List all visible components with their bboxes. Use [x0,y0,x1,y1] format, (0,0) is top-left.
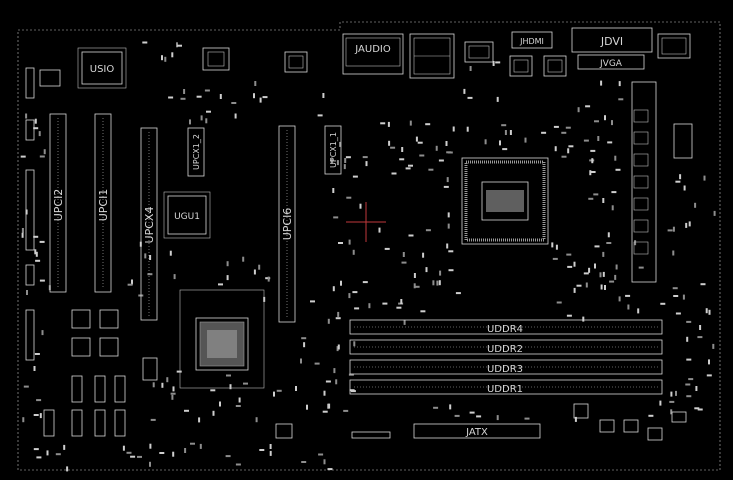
upci2-slot[interactable]: UPCI2 [49,113,67,293]
jdvi-connector[interactable]: JDVI [571,27,653,53]
uddr4-slot[interactable]: UDDR4 [349,319,663,335]
usio-chip[interactable]: USIO [77,47,127,89]
uddr1-slot[interactable]: UDDR1 [349,379,663,395]
usio-label: USIO [90,64,115,75]
chipset-pch[interactable] [179,289,265,389]
jhdmi-label: JHDMI [519,37,544,46]
upci1-slot[interactable]: UPCI1 [94,113,112,293]
uddr3-slot[interactable]: UDDR3 [349,359,663,375]
usb-connector-right[interactable] [657,33,691,59]
upcx1-1-label: UPCX1_1 [329,132,338,168]
lan-usb-connector[interactable] [409,33,455,79]
uddr3-label: UDDR3 [487,364,523,375]
jvga-connector[interactable]: JVGA [577,54,645,70]
jaudio-connector[interactable]: JAUDIO [342,33,404,75]
jvga-label: JVGA [599,59,623,69]
jatx-connector[interactable]: JATX [413,423,541,439]
left-side-headers[interactable] [25,67,35,361]
upcx4-label: UPCX4 [143,207,156,244]
uddr2-label: UDDR2 [487,344,523,355]
io-chips-row[interactable] [509,55,567,77]
board-outline [17,21,721,471]
header-small-1[interactable] [464,41,494,63]
ugu1-chip[interactable]: UGU1 [163,191,211,239]
upcx16-slot[interactable]: UPCI6 [278,125,296,323]
crosshair-marker [346,202,386,242]
jatx-label: JATX [465,427,488,438]
upcx4-slot[interactable]: UPCX4 [140,127,158,321]
upci1-label: UPCI1 [97,189,110,222]
uddr1-label: UDDR1 [487,384,523,395]
ugu1-label: UGU1 [174,212,200,222]
upcx1-2-label: UPCX1_2 [192,134,201,170]
jdvi-label: JDVI [600,35,623,48]
io-chip-left[interactable] [39,47,308,87]
upcx1-2-slot[interactable]: UPCX1_2 [187,127,205,177]
cpu-socket[interactable] [461,157,549,245]
vrm-area[interactable] [631,81,693,283]
upcx1-1-slot[interactable]: UPCX1_1 [324,125,342,175]
uddr4-label: UDDR4 [487,324,523,335]
smd-components [20,41,716,472]
jhdmi-connector[interactable]: JHDMI [511,31,553,49]
uddr2-slot[interactable]: UDDR2 [349,339,663,355]
upci2-label: UPCI2 [52,189,65,222]
bottom-left-headers[interactable] [43,309,687,441]
jaudio-label: JAUDIO [354,44,391,55]
upcx16-label: UPCI6 [281,208,294,241]
